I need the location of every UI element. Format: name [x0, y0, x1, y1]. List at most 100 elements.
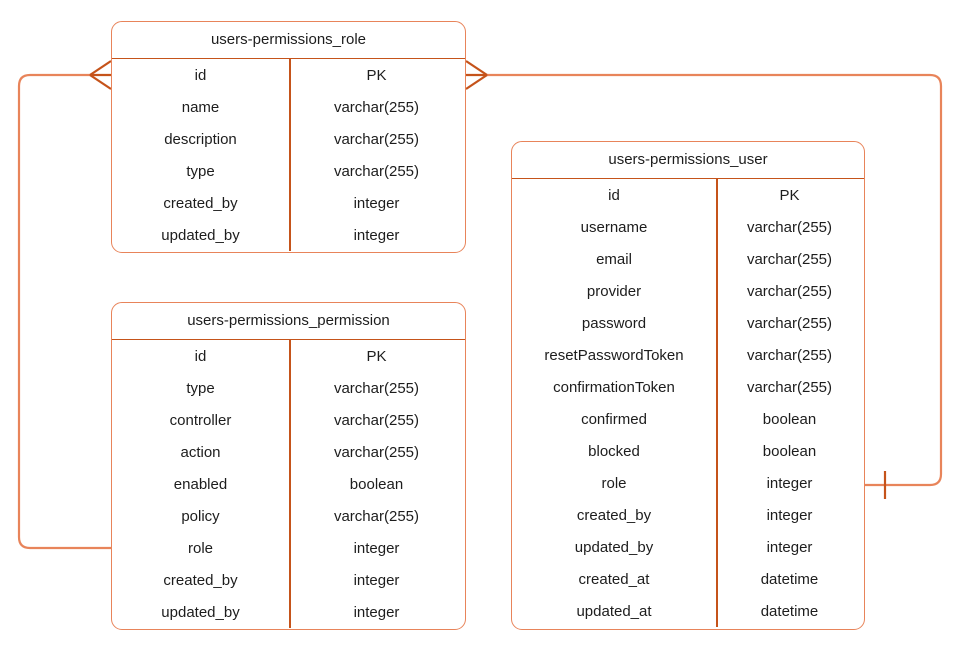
field-row[interactable]: created_by integer — [112, 187, 465, 219]
field-row[interactable]: created_by integer — [512, 499, 864, 531]
field-row[interactable]: controller varchar(255) — [112, 404, 465, 436]
field-row[interactable]: id PK — [112, 340, 465, 372]
field-row[interactable]: type varchar(255) — [112, 155, 465, 187]
field-name: id — [194, 347, 207, 365]
crowsfoot-many-right — [465, 60, 488, 90]
field-name: role — [187, 539, 213, 557]
field-type: integer — [353, 226, 400, 244]
field-name: created_by — [163, 571, 238, 589]
field-type: integer — [353, 194, 400, 212]
field-type: varchar(255) — [746, 314, 833, 332]
field-row[interactable]: blocked boolean — [512, 435, 864, 467]
field-name: type — [186, 162, 215, 180]
field-row[interactable]: action varchar(255) — [112, 436, 465, 468]
field-type: varchar(255) — [746, 218, 833, 236]
field-name: updated_by — [161, 226, 240, 244]
field-name: created_by — [576, 506, 652, 524]
field-name: confirmed — [581, 410, 647, 428]
field-row[interactable]: email varchar(255) — [512, 243, 864, 275]
field-type: datetime — [760, 570, 819, 588]
field-row[interactable]: confirmationToken varchar(255) — [512, 371, 864, 403]
field-type: varchar(255) — [333, 162, 420, 180]
field-type: varchar(255) — [333, 507, 420, 525]
field-row[interactable]: role integer — [512, 467, 864, 499]
field-type: varchar(255) — [333, 443, 420, 461]
field-type: integer — [766, 474, 813, 492]
field-row[interactable]: confirmed boolean — [512, 403, 864, 435]
entity-fields-role: id PK name varchar(255) description varchar(2… — [112, 59, 465, 251]
field-type: varchar(255) — [746, 250, 833, 268]
field-row[interactable]: role integer — [112, 532, 465, 564]
field-row[interactable]: id PK — [112, 59, 465, 91]
field-row[interactable]: updated_by integer — [512, 531, 864, 563]
field-row[interactable]: description varchar(255) — [112, 123, 465, 155]
field-name: type — [186, 379, 215, 397]
field-name: username — [580, 218, 648, 236]
entity-title-role: users-permissions_role — [112, 22, 465, 59]
field-row[interactable]: created_by integer — [112, 564, 465, 596]
field-type: varchar(255) — [333, 98, 420, 116]
field-name: action — [180, 443, 221, 461]
field-row[interactable]: username varchar(255) — [512, 211, 864, 243]
field-name: id — [608, 186, 620, 204]
field-row[interactable]: policy varchar(255) — [112, 500, 465, 532]
field-name: blocked — [588, 442, 640, 460]
field-type: varchar(255) — [746, 346, 833, 364]
field-type: integer — [353, 603, 400, 621]
field-type: integer — [766, 506, 813, 524]
field-type: PK — [366, 347, 387, 365]
entity-fields-user: id PK username varchar(255) email varchar(255… — [512, 179, 864, 627]
field-name: name — [181, 98, 220, 116]
field-row[interactable]: id PK — [512, 179, 864, 211]
field-type: boolean — [762, 410, 817, 428]
field-type: varchar(255) — [746, 282, 833, 300]
field-type: varchar(255) — [333, 130, 420, 148]
entity-title-permission: users-permissions_permission — [112, 303, 465, 340]
column-divider — [289, 340, 291, 628]
field-type: integer — [353, 539, 400, 557]
field-name: resetPasswordToken — [544, 346, 684, 364]
field-row[interactable]: provider varchar(255) — [512, 275, 864, 307]
field-name: updated_by — [574, 538, 654, 556]
field-row[interactable]: type varchar(255) — [112, 372, 465, 404]
field-row[interactable]: updated_by integer — [112, 219, 465, 251]
column-divider — [289, 59, 291, 251]
entity-fields-permission: id PK type varchar(255) controller varchar(25… — [112, 340, 465, 628]
field-name: email — [596, 250, 632, 268]
column-divider — [716, 179, 718, 627]
field-type: PK — [779, 186, 800, 204]
field-name: created_at — [578, 570, 650, 588]
field-name: controller — [169, 411, 232, 429]
field-type: integer — [766, 538, 813, 556]
field-type: PK — [366, 66, 387, 84]
field-row[interactable]: name varchar(255) — [112, 91, 465, 123]
field-name: enabled — [173, 475, 228, 493]
field-type: varchar(255) — [746, 378, 833, 396]
field-type: boolean — [762, 442, 817, 460]
field-name: id — [194, 66, 207, 84]
field-row[interactable]: password varchar(255) — [512, 307, 864, 339]
field-name: description — [164, 130, 237, 148]
field-name: password — [581, 314, 647, 332]
field-name: confirmationToken — [553, 378, 675, 396]
field-name: created_by — [163, 194, 238, 212]
field-row[interactable]: created_at datetime — [512, 563, 864, 595]
field-name: role — [601, 474, 627, 492]
field-type: varchar(255) — [333, 379, 420, 397]
field-type: integer — [353, 571, 400, 589]
field-row[interactable]: resetPasswordToken varchar(255) — [512, 339, 864, 371]
field-type: varchar(255) — [333, 411, 420, 429]
field-type: boolean — [349, 475, 404, 493]
field-type: datetime — [760, 602, 819, 620]
crowsfoot-many-left — [89, 60, 112, 90]
field-name: provider — [586, 282, 642, 300]
entity-title-user: users-permissions_user — [512, 142, 864, 179]
field-row[interactable]: enabled boolean — [112, 468, 465, 500]
field-name: policy — [181, 507, 220, 525]
